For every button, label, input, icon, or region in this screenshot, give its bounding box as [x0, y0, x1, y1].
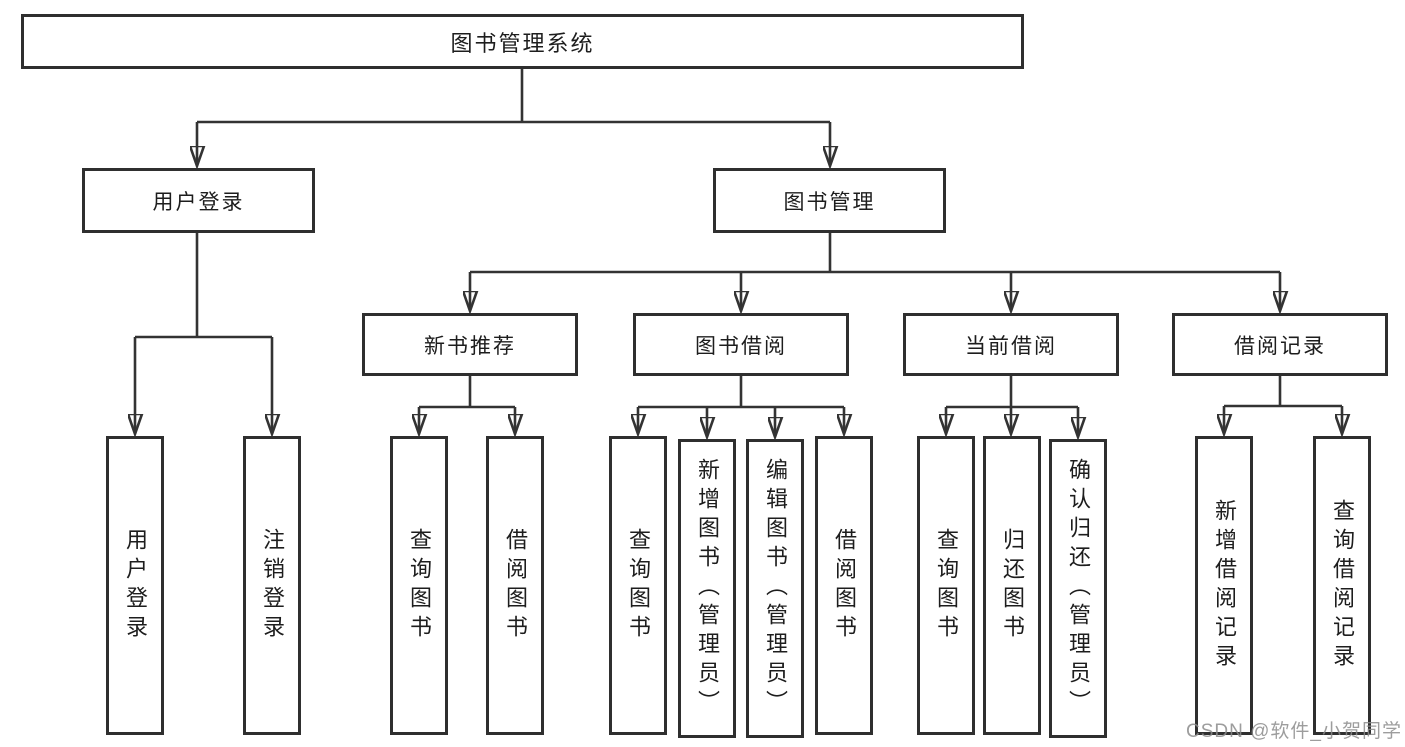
leaf-edit-book-admin: 编辑图书（管理员）	[746, 439, 804, 738]
node-label: 图书管理系统	[450, 30, 595, 56]
node-label: 查询图书	[407, 527, 432, 644]
leaf-add-book-admin: 新增图书（管理员）	[678, 439, 736, 738]
node-label: 确认归还（管理员）	[1066, 458, 1091, 719]
node-label: 借阅记录	[1234, 334, 1326, 358]
node-label: 图书借阅	[695, 334, 787, 358]
leaf-add-borrow-record: 新增借阅记录	[1195, 436, 1253, 735]
node-label: 新增图书（管理员）	[695, 458, 720, 719]
node-label: 借阅图书	[832, 527, 857, 644]
leaf-logout: 注销登录	[243, 436, 301, 735]
node-book-management: 图书管理	[713, 168, 946, 233]
node-label: 编辑图书（管理员）	[763, 458, 788, 719]
leaf-query-books-current: 查询图书	[917, 436, 975, 735]
leaf-query-books-borrowing: 查询图书	[609, 436, 667, 735]
node-label: 归还图书	[1000, 527, 1025, 644]
node-label: 注销登录	[260, 527, 285, 644]
node-label: 当前借阅	[965, 334, 1057, 358]
leaf-user-login: 用户登录	[106, 436, 164, 735]
leaf-return-book: 归还图书	[983, 436, 1041, 735]
node-user-login: 用户登录	[82, 168, 315, 233]
node-label: 查询借阅记录	[1330, 498, 1355, 673]
leaf-borrow-books-borrowing: 借阅图书	[815, 436, 873, 735]
leaf-confirm-return-admin: 确认归还（管理员）	[1049, 439, 1107, 738]
node-label: 新书推荐	[424, 334, 516, 358]
node-label: 用户登录	[123, 527, 148, 644]
node-label: 查询图书	[934, 527, 959, 644]
node-borrowing-records: 借阅记录	[1172, 313, 1388, 376]
leaf-query-books-recommend: 查询图书	[390, 436, 448, 735]
node-label: 查询图书	[626, 527, 651, 644]
node-root-library-system: 图书管理系统	[21, 14, 1024, 69]
node-label: 用户登录	[152, 190, 245, 214]
node-label: 新增借阅记录	[1212, 498, 1237, 673]
node-label: 借阅图书	[503, 527, 528, 644]
node-current-borrowing: 当前借阅	[903, 313, 1119, 376]
node-new-book-recommend: 新书推荐	[362, 313, 578, 376]
node-book-borrowing: 图书借阅	[633, 313, 849, 376]
leaf-borrow-books-recommend: 借阅图书	[486, 436, 544, 735]
csdn-watermark: CSDN @软件_小贺同学	[1186, 721, 1402, 742]
node-label: 图书管理	[783, 190, 876, 214]
leaf-query-borrow-record: 查询借阅记录	[1313, 436, 1371, 735]
